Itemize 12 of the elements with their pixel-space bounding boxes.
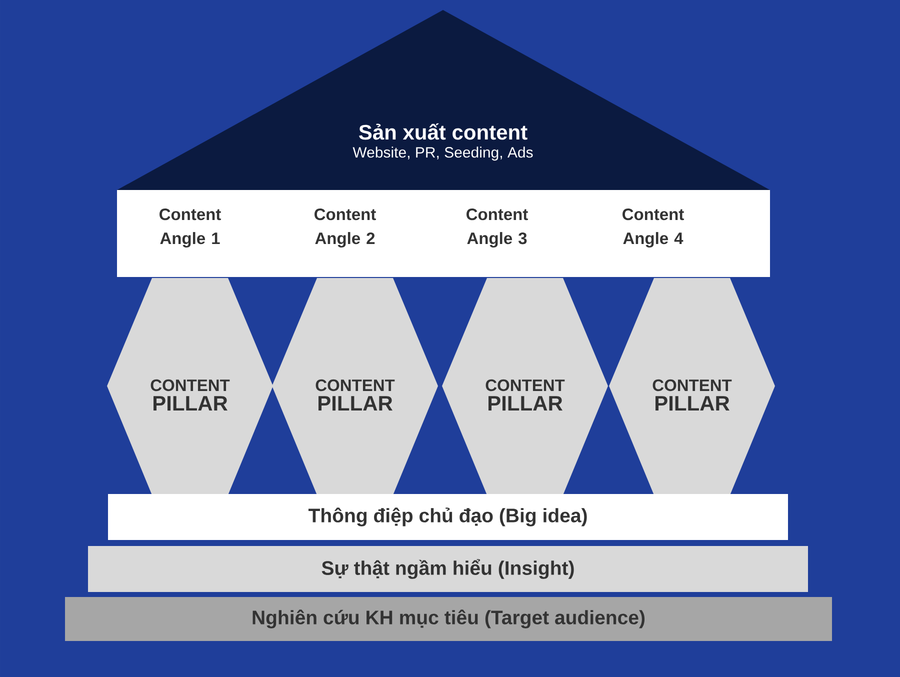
pillar-hexagon: CONTENT PILLAR [442, 278, 608, 495]
layer-bar: Nghiên cứu KH mục tiêu (Target audience) [65, 597, 832, 641]
angle-label: Content Angle 1 [160, 208, 221, 248]
roof-triangle: Sản xuất content Website, PR, Seeding, Ads [117, 10, 770, 190]
layer-bar: Thông điệp chủ đạo (Big idea) [108, 494, 788, 540]
pillar-hexagon: CONTENT PILLAR [107, 278, 273, 495]
layer-bar: Sự thật ngầm hiểu (Insight) [88, 546, 808, 592]
angle-label: Content Angle 4 [622, 208, 684, 248]
angle-label: Content Angle 2 [314, 208, 376, 248]
pillar-hexagon: CONTENT PILLAR [609, 278, 775, 495]
angle-label: Content Angle 3 [466, 208, 528, 248]
pillar-hexagon: CONTENT PILLAR [272, 278, 438, 495]
